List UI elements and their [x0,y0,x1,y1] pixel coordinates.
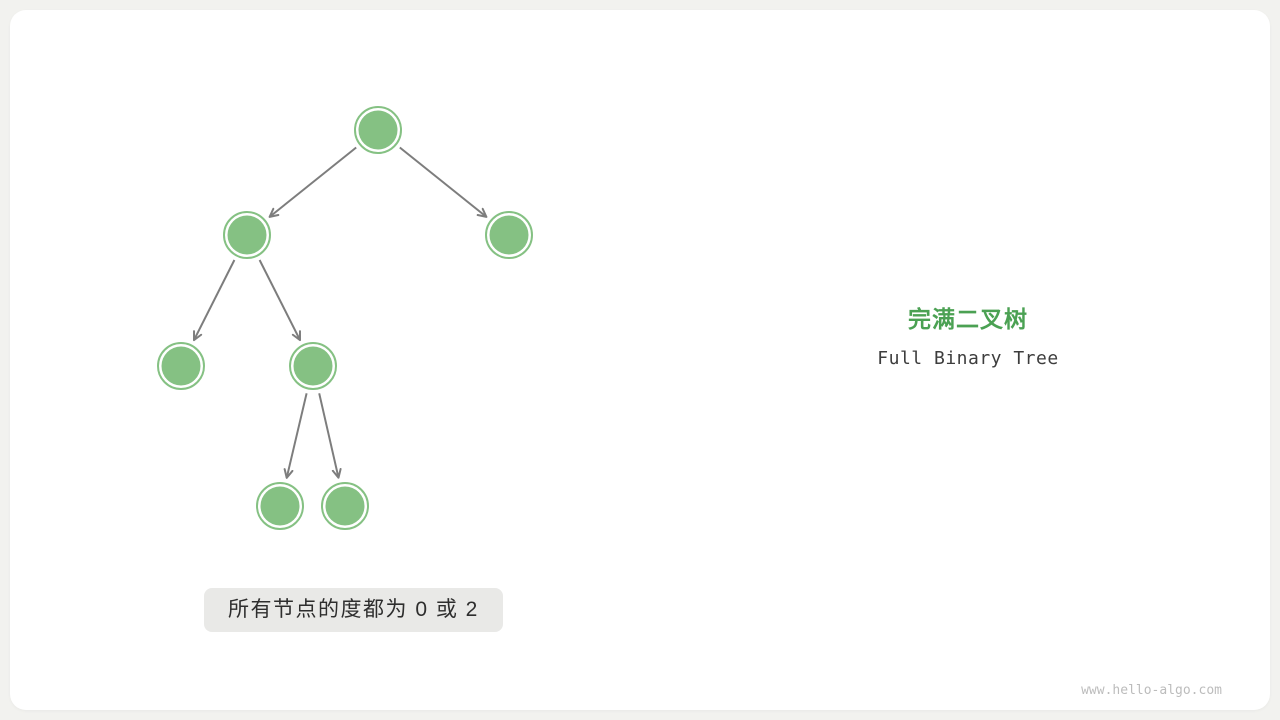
watermark: www.hello-algo.com [1081,683,1222,698]
diagram-subtitle: Full Binary Tree [877,348,1059,369]
caption-box: 所有节点的度都为 0 或 2 [204,588,503,632]
caption-text: 所有节点的度都为 0 或 2 [228,598,479,621]
diagram-title: 完满二叉树 [908,306,1028,332]
